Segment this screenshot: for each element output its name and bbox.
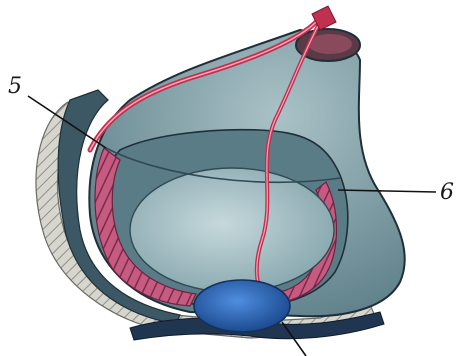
callout-label-6: 6 xyxy=(440,182,454,204)
callout-label-5: 5 xyxy=(8,76,22,98)
blue-structure xyxy=(194,280,290,332)
lumen xyxy=(130,168,334,292)
